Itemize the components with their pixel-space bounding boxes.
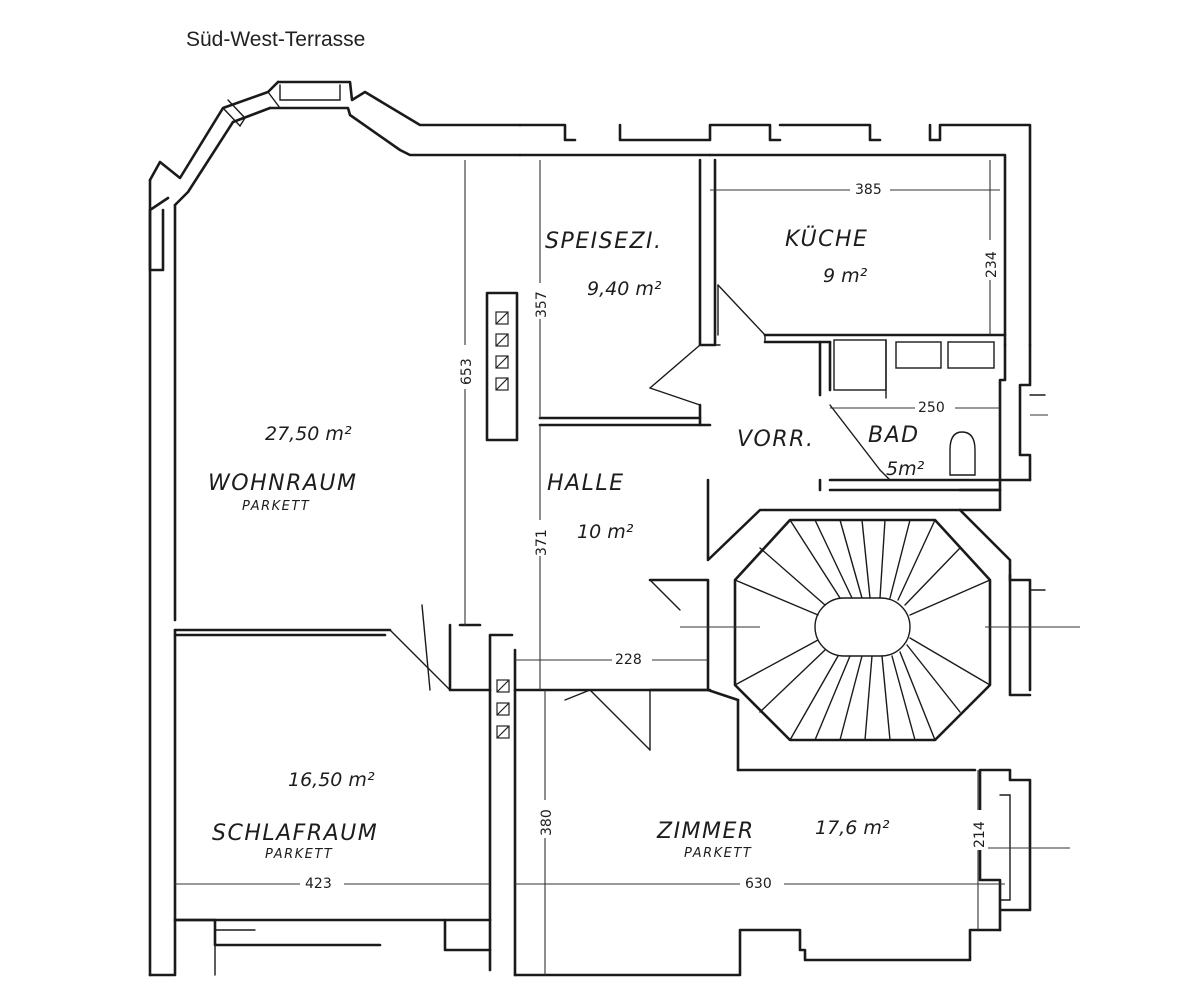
schlafraum-floor: PARKETT	[265, 847, 333, 862]
wohnraum-label: WOHNRAUM	[208, 471, 358, 496]
dim-380: 380	[539, 809, 555, 836]
kueche-label: KÜCHE	[785, 226, 868, 252]
terrace-heading: Süd-West-Terrasse	[186, 28, 366, 51]
dim-234: 234	[984, 251, 1000, 278]
dim-357: 357	[534, 291, 550, 318]
schlafraum-area: 16,50 m²	[288, 769, 375, 791]
schlafraum-label: SCHLAFRAUM	[212, 821, 378, 846]
dim-423: 423	[305, 876, 332, 892]
staircase	[680, 518, 1080, 742]
wohnraum-floor: PARKETT	[242, 499, 310, 514]
zimmer-floor: PARKETT	[684, 846, 752, 861]
dim-250: 250	[918, 400, 945, 416]
walls	[148, 80, 1046, 977]
door-swings	[389, 284, 891, 751]
dim-214: 214	[972, 821, 988, 848]
dim-653: 653	[459, 358, 475, 385]
zimmer-label: ZIMMER	[656, 819, 755, 844]
speisezimmer-area: 9,40 m²	[587, 278, 662, 300]
room-labels: SPEISEZI. 9,40 m² KÜCHE 9 m² 27,50 m² WO…	[208, 226, 925, 862]
halle-area: 10 m²	[577, 521, 634, 543]
halle-label: HALLE	[547, 471, 625, 496]
vorraum-label: VORR.	[737, 427, 814, 452]
bad-label: BAD	[868, 423, 920, 448]
speisezimmer-label: SPEISEZI.	[545, 229, 663, 254]
chimney-vents	[495, 311, 510, 739]
dim-630: 630	[745, 876, 772, 892]
dim-228: 228	[615, 652, 642, 668]
wohnraum-area: 27,50 m²	[265, 423, 352, 445]
bad-area: 5m²	[886, 458, 925, 480]
dim-385: 385	[855, 182, 882, 198]
kueche-area: 9 m²	[823, 265, 868, 287]
zimmer-area: 17,6 m²	[815, 817, 890, 839]
dim-371: 371	[534, 529, 550, 556]
dimension-labels: 653 357 371 228 385 234 250 380 214 423 …	[300, 180, 1000, 892]
